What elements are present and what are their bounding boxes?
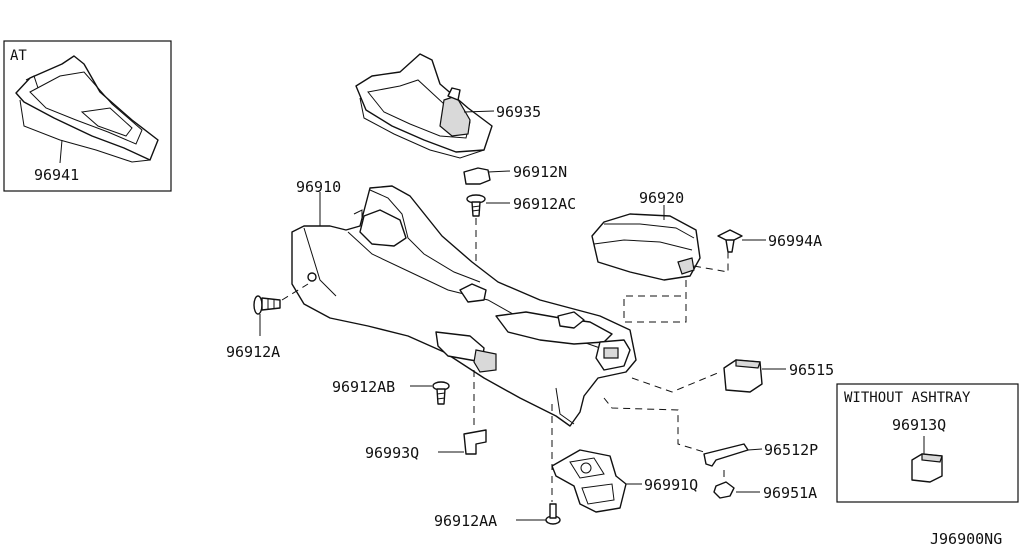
screw-96912AC-part xyxy=(466,194,486,217)
part-number-96912AB: 96912AB xyxy=(332,378,395,396)
part-number-96991Q: 96991Q xyxy=(644,476,698,494)
bolt-96951A-part xyxy=(713,481,735,499)
ashtray-96515-part xyxy=(723,359,763,393)
at-shift-bezel-part xyxy=(15,55,159,163)
part-number-96910: 96910 xyxy=(296,178,341,196)
part-number-96912N: 96912N xyxy=(513,163,567,181)
bracket-96991Q-part xyxy=(551,449,627,513)
part-number-96912AC: 96912AC xyxy=(513,195,576,213)
clip-96912N-part xyxy=(463,167,491,185)
part-number-96993Q: 96993Q xyxy=(365,444,419,462)
part-number-96912AA: 96912AA xyxy=(434,512,497,530)
part-number-96512P: 96512P xyxy=(764,441,818,459)
at-label: AT xyxy=(10,48,27,64)
screw-96912A-part xyxy=(253,295,281,315)
console-body-96910-part xyxy=(291,185,637,427)
clip-96994A-part xyxy=(717,229,743,253)
part-number-96935: 96935 xyxy=(496,103,541,121)
bracket-96993Q-part xyxy=(463,429,487,455)
cover-96913Q-part xyxy=(911,453,943,483)
shift-bezel-96935-part xyxy=(355,53,493,159)
part-number-96913Q: 96913Q xyxy=(892,416,946,434)
part-number-96515: 96515 xyxy=(789,361,834,379)
part-number-96941: 96941 xyxy=(34,166,79,184)
drawing-code: J96900NG xyxy=(930,530,1002,548)
without-ashtray-inset-box: WITHOUT ASHTRAY 96913Q xyxy=(836,383,1019,503)
screw-96912AA-part xyxy=(545,476,561,525)
screw-96912AB-part xyxy=(432,381,450,405)
armrest-lid-96920-part xyxy=(591,213,701,281)
part-number-96994A: 96994A xyxy=(768,232,822,250)
without-ashtray-label: WITHOUT ASHTRAY xyxy=(844,390,971,406)
part-number-96912A: 96912A xyxy=(226,343,280,361)
bracket-96512P-part xyxy=(703,443,749,467)
part-number-96920: 96920 xyxy=(639,189,684,207)
part-number-96951A: 96951A xyxy=(763,484,817,502)
at-inset-box: AT 96941 xyxy=(3,40,172,192)
